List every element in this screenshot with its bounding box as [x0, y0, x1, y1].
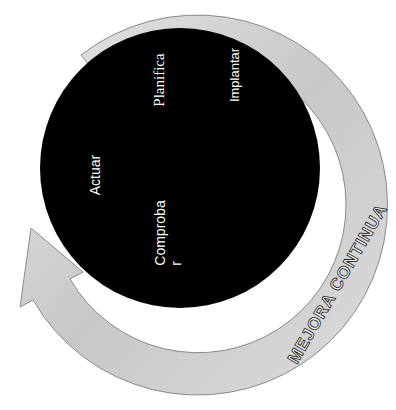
- phase-label: Comproba r: [152, 200, 184, 265]
- cycle-arrow: [20, 15, 388, 395]
- phase-label: Actuar: [87, 155, 103, 195]
- phase-label: Implantar: [228, 48, 243, 102]
- phase-label: Planifica: [151, 53, 168, 106]
- cycle-circle: Actuar Planifica ImplantarComproba r: [40, 28, 320, 308]
